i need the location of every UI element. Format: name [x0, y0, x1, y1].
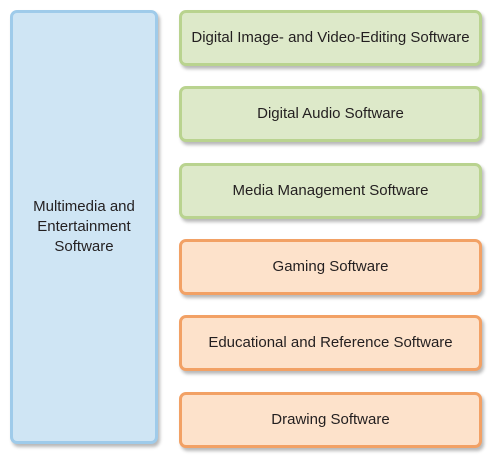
media-management-box: Media Management Software — [179, 163, 482, 219]
educational-reference-label: Educational and Reference Software — [208, 333, 453, 351]
drawing-label: Drawing Software — [271, 410, 390, 428]
image-video-editing-box: Digital Image- and Video-Editing Softwar… — [179, 10, 482, 66]
media-management-label: Media Management Software — [232, 181, 429, 199]
drawing-box: Drawing Software — [179, 392, 482, 448]
educational-reference-box: Educational and Reference Software — [179, 315, 482, 371]
multimedia-entertainment-label: Multimedia and Entertainment Software — [33, 197, 135, 256]
image-video-editing-label: Digital Image- and Video-Editing Softwar… — [191, 28, 470, 46]
digital-audio-label: Digital Audio Software — [257, 104, 404, 122]
multimedia-entertainment-box: Multimedia and Entertainment Software — [10, 10, 158, 444]
gaming-box: Gaming Software — [179, 239, 482, 295]
digital-audio-box: Digital Audio Software — [179, 86, 482, 142]
gaming-label: Gaming Software — [272, 257, 389, 275]
